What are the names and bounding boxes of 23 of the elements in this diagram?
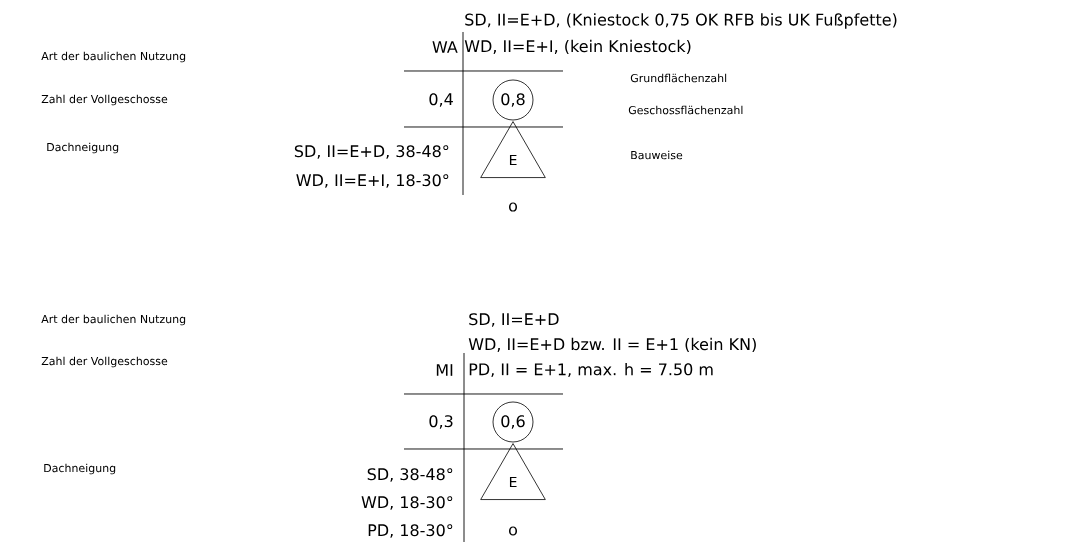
field-label: Geschossflächenzahl	[628, 105, 743, 115]
roof-note: SD, 38-48°	[367, 468, 453, 482]
field-label: Art der baulichen Nutzung	[41, 51, 186, 63]
field-label: Grundflächenzahl	[630, 73, 727, 83]
circled-value: 0,6	[492, 401, 534, 443]
value-text: 0,4	[429, 93, 453, 107]
zoning-code: MI	[436, 364, 453, 376]
zoning-note: SD, II=E+D	[469, 313, 559, 327]
field-label: Art der baulichen Nutzung	[41, 314, 186, 326]
zoning-code: WA	[432, 41, 458, 53]
field-label: Dachneigung	[47, 142, 119, 154]
field-label: Zahl der Vollgeschosse	[41, 94, 168, 106]
roof-note: PD, 18-30°	[368, 524, 453, 538]
building-method-text: o	[509, 526, 517, 536]
building-method-text: o	[509, 202, 517, 212]
field-label: Bauweise	[631, 150, 683, 160]
circled-value: 0,8	[492, 79, 534, 121]
field-label: Dachneigung	[44, 463, 116, 475]
value-text: 0,3	[429, 415, 453, 429]
field-label: Zahl der Vollgeschosse	[41, 356, 168, 368]
roof-note: SD, II=E+D, 38-48°	[294, 145, 449, 159]
zoning-note: WD, II=E+D bzw. II = E+1 (kein KN)	[468, 337, 756, 353]
zoning-note: SD, II=E+D, (Kniestock 0,75 OK RFB bis UK Fußpfette)	[465, 13, 897, 29]
